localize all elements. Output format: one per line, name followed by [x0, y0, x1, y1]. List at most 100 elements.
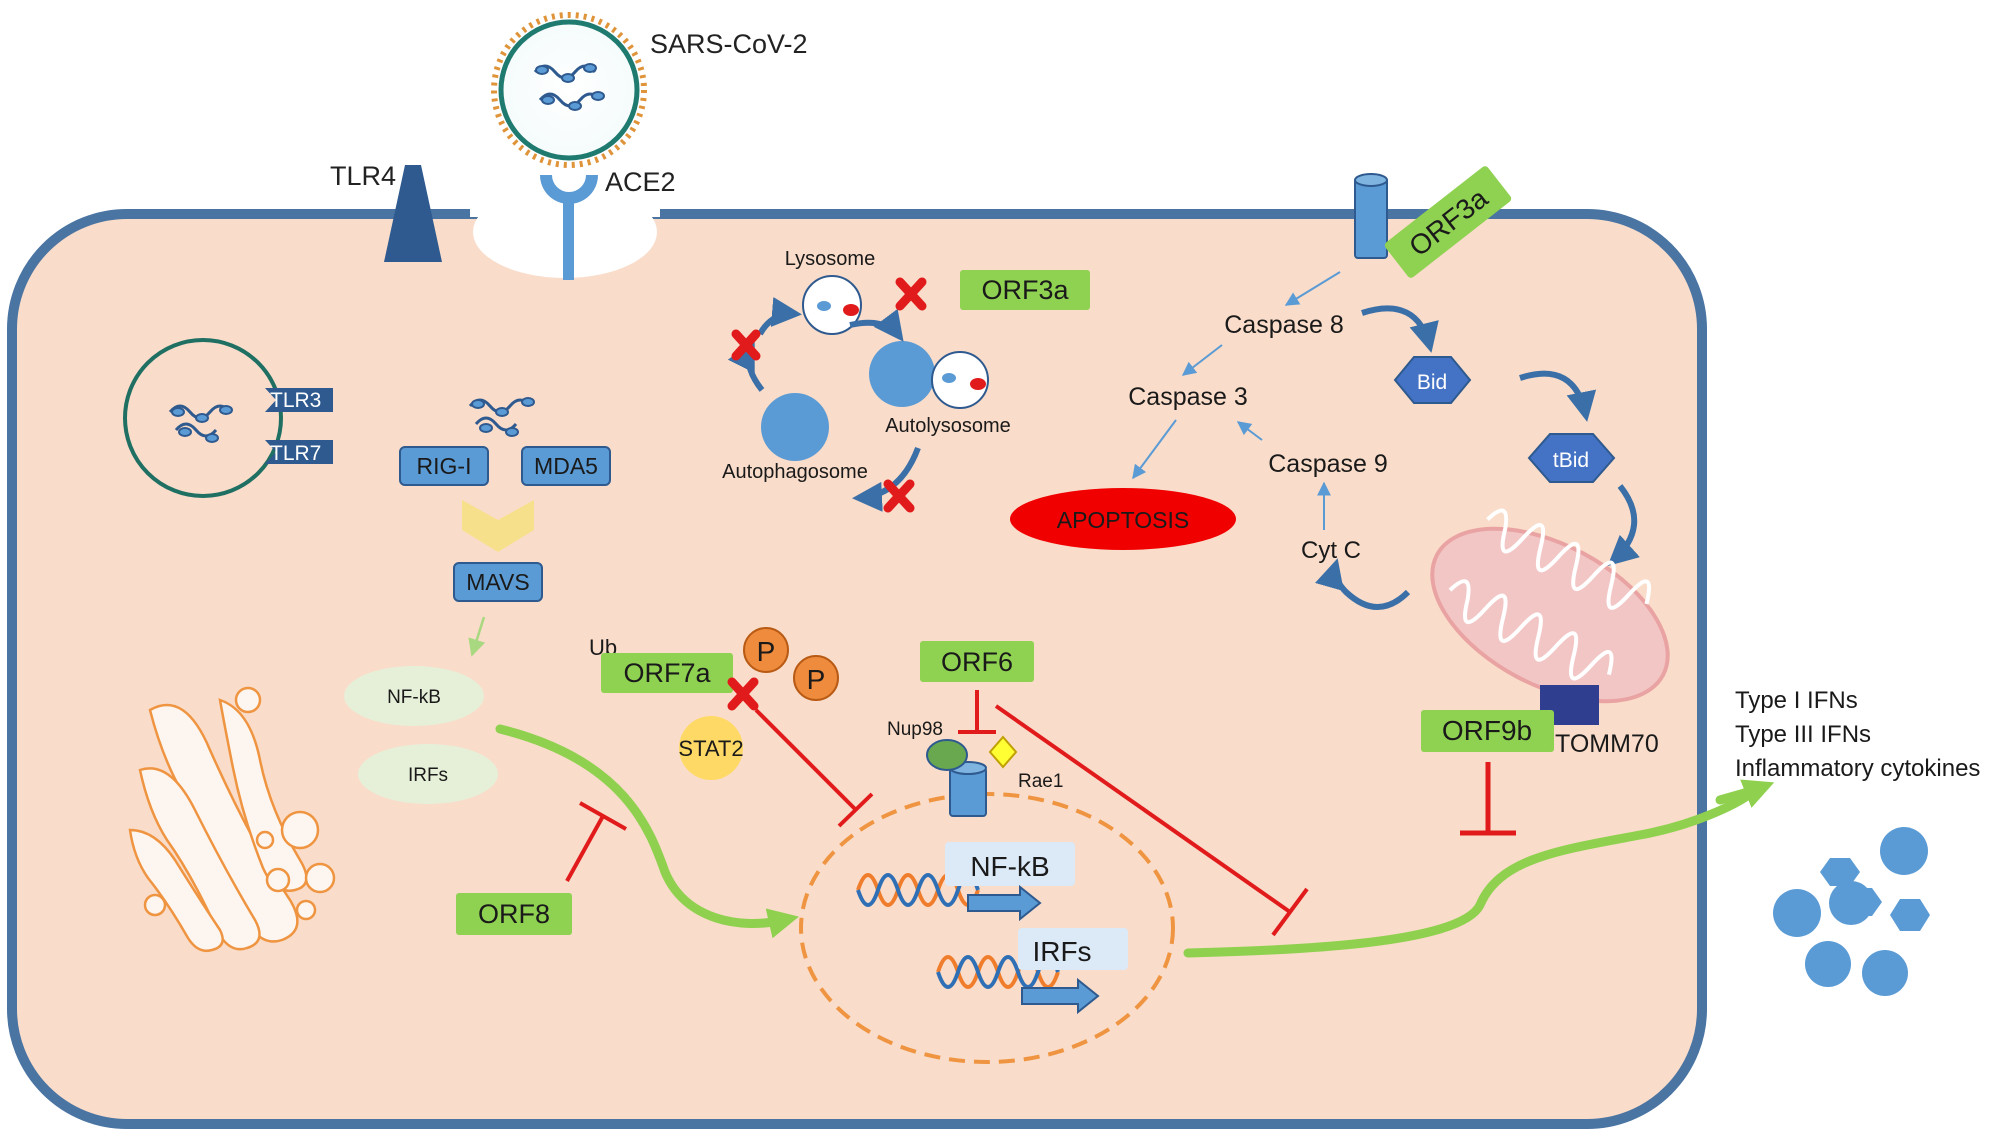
apoptosis-oval: [1010, 488, 1236, 550]
nfkb-cytoplasmic-label: NF-kB: [387, 687, 441, 708]
irfs-nuclear-label: IRFs: [1032, 936, 1091, 967]
mda5-label: MDA5: [534, 453, 598, 479]
ace2-cup-icon: [540, 175, 598, 204]
orf7a-group: Ub ORF7a P P STAT2: [589, 627, 874, 828]
phosphate-label: P: [807, 664, 826, 695]
caspase3-label: Caspase 3: [1128, 383, 1248, 411]
nuclear-translocation-arrow: [495, 724, 799, 939]
ace2-receptor: ACE2: [540, 167, 676, 280]
transcription-arrow-icon: [967, 884, 1042, 922]
rig-i-box: [399, 446, 489, 486]
stat2-inhibition: [754, 708, 858, 812]
rae1-icon: [988, 735, 1018, 769]
ace2-label: ACE2: [605, 167, 676, 197]
mavs-label: MAVS: [466, 569, 529, 595]
tbid-label: tBid: [1553, 449, 1589, 472]
dna-helix-icon: [936, 955, 1060, 989]
nfkb-nuclear-box: [945, 842, 1075, 886]
phosphate-icon: [743, 627, 789, 673]
orf6-label: ORF6: [941, 647, 1013, 677]
cytc-label: Cyt C: [1301, 537, 1361, 564]
rae1-label: Rae1: [1018, 771, 1063, 792]
virus-label: SARS-CoV-2: [650, 29, 808, 59]
bid-label: Bid: [1417, 371, 1447, 394]
transcription-arrow-icon: [1021, 977, 1100, 1015]
nucleus: Nup98 Rae1 NF-kB IRFs: [799, 719, 1175, 1064]
orf9b-group: ORF9b: [1421, 710, 1554, 836]
virus-envelope: [498, 19, 640, 161]
caspase8-label: Caspase 8: [1224, 311, 1344, 339]
sars-cov2-virion: SARS-CoV-2: [491, 12, 808, 168]
orf9b-label: ORF9b: [1442, 715, 1532, 746]
nfkb-cytoplasmic: [344, 666, 484, 726]
autophagosome-icon: [761, 393, 829, 461]
cell: [7, 186, 1707, 1129]
lysosome-icon: [802, 275, 862, 335]
output-type-iii-ifns: Type III IFNs: [1735, 721, 1871, 748]
nfkb-nuclear-label: NF-kB: [970, 851, 1049, 882]
irfs-cytoplasmic-label: IRFs: [408, 765, 448, 786]
orf3a-autophagy-label: ORF3a: [981, 275, 1069, 305]
phosphate-icon: [793, 655, 839, 701]
nup98-label: Nup98: [887, 719, 943, 740]
orf3a-autophagy-box: [960, 270, 1090, 310]
bid-icon: [1393, 356, 1472, 404]
orf8-inhibition: [565, 815, 605, 882]
mitochondrion-icon: TOMM70: [1430, 508, 1670, 758]
output-type-i-ifns: Type I IFNs: [1735, 687, 1858, 714]
mda5-box: [521, 446, 611, 486]
secreted-outputs: Type I IFNs Type III IFNs Inflammatory c…: [1735, 687, 1980, 996]
block-x-icon: [727, 677, 759, 711]
orf6-export-inhibition: [994, 704, 1292, 914]
autolysosome-core-icon: [869, 341, 935, 407]
orf7a-label: ORF7a: [623, 658, 711, 688]
endosome: TLR3 TLR7: [123, 338, 333, 498]
orf3a-channel-icon: [1354, 177, 1388, 259]
tbid-icon: [1527, 433, 1616, 483]
tlr3-icon: [265, 388, 333, 412]
stat2-label: STAT2: [678, 736, 743, 761]
tlr7-icon: [265, 440, 333, 464]
autolysosome-label: Autolysosome: [885, 415, 1011, 437]
tomm70-label: TOMM70: [1555, 730, 1659, 758]
cytoplasmic-rna-icon: [468, 397, 535, 437]
tlr7-label: TLR7: [270, 442, 321, 465]
block-x-icon: [895, 277, 927, 311]
stat2-circle: [679, 716, 743, 780]
lysosome-label: Lysosome: [785, 248, 875, 270]
output-inflammatory-cytokines: Inflammatory cytokines: [1735, 755, 1980, 782]
cytokine-molecules-icon: [1773, 827, 1930, 996]
mavs-box: [453, 562, 543, 602]
apoptosis-label: APOPTOSIS: [1057, 507, 1190, 533]
block-x-icon: [731, 329, 761, 361]
orf8-box: [456, 893, 572, 935]
tlr4-receptor: TLR4: [330, 161, 442, 262]
secretion-arrow: [1183, 785, 1760, 958]
orf9b-box: [1421, 710, 1554, 752]
nuclear-pore-icon: [949, 767, 987, 817]
chevron-down-icon: [462, 500, 534, 552]
orf6-box: [920, 641, 1034, 682]
block-x-icon: [883, 479, 915, 513]
tlr4-icon: [384, 165, 442, 262]
autophagosome-label: Autophagosome: [722, 461, 868, 483]
cell-membrane: [7, 209, 1707, 1129]
nup98-icon: [926, 739, 968, 771]
tlr4-label: TLR4: [330, 161, 396, 191]
dna-helix-icon: [856, 873, 980, 907]
orf6-group: ORF6: [920, 641, 1309, 937]
orf8-label: ORF8: [478, 899, 550, 929]
irfs-cytoplasmic: [358, 744, 498, 804]
endosome-rna-icon: [168, 404, 233, 443]
caspase9-label: Caspase 9: [1268, 450, 1388, 478]
rig-i-label: RIG-I: [417, 453, 472, 479]
orf7a-box: [601, 653, 733, 693]
autophagy-cycle: Lysosome Autolysosome Autophagosome ORF3…: [722, 248, 1090, 513]
rlr-pathway: RIG-I MDA5 MAVS NF-kB IRFs: [344, 397, 611, 804]
tlr3-label: TLR3: [270, 389, 321, 412]
virus-rna-icon: [533, 63, 605, 111]
phosphate-label: P: [757, 636, 776, 667]
orf8-group: ORF8: [456, 801, 627, 935]
golgi-apparatus-icon: [128, 686, 336, 952]
